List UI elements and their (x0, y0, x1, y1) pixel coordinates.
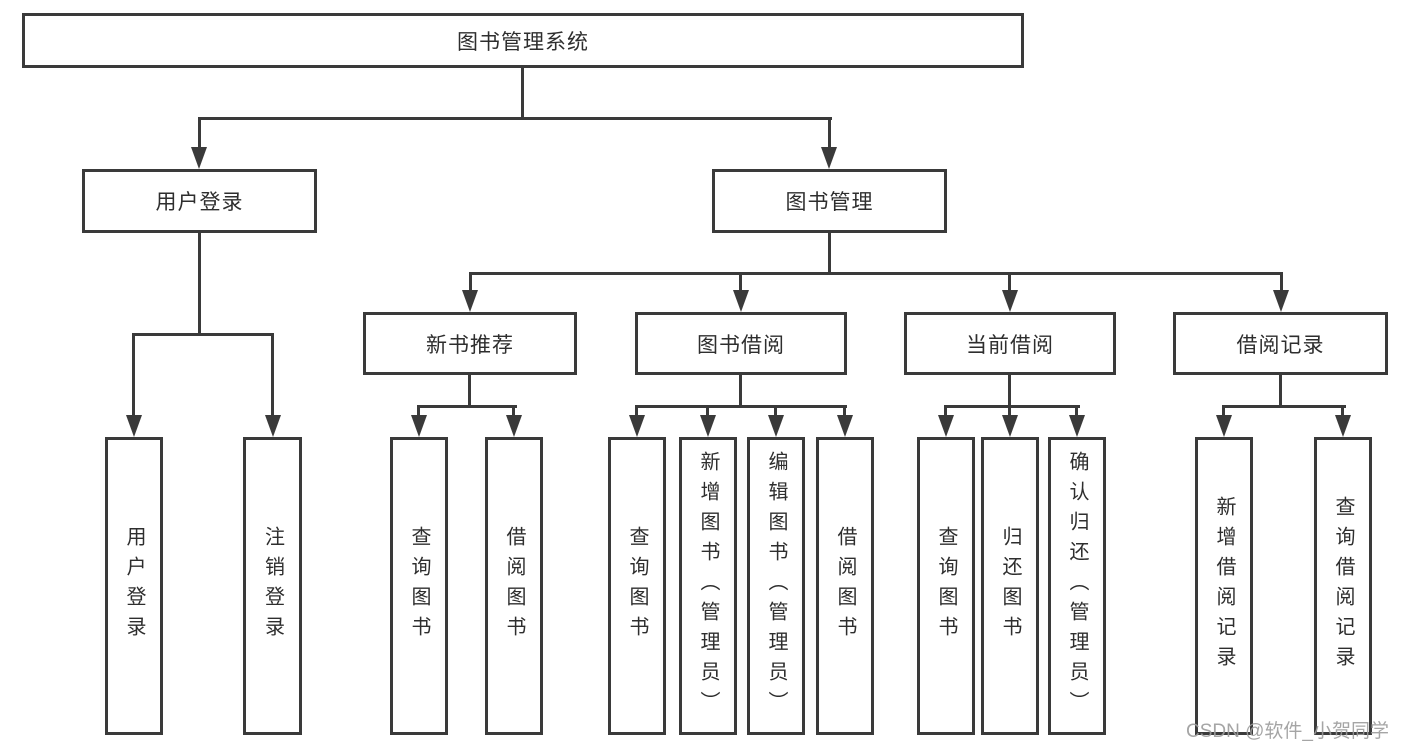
connector-line (635, 405, 847, 408)
arrowhead-icon (1216, 415, 1232, 437)
connector-line (1075, 405, 1078, 418)
arrowhead-icon (1069, 415, 1085, 437)
connector-line (132, 333, 274, 336)
node-book-borrow-label: 图书借阅 (697, 333, 785, 357)
node-current-borrow-label: 当前借阅 (966, 333, 1054, 357)
arrowhead-icon (837, 415, 853, 437)
arrowhead-icon (733, 290, 749, 312)
arrowhead-icon (411, 415, 427, 437)
connector-line (132, 333, 135, 417)
connector-line (944, 405, 947, 418)
connector-line (828, 117, 831, 149)
arrowhead-icon (462, 290, 478, 312)
connector-line (1008, 272, 1011, 292)
node-query-book-recommend: 查询图书 (390, 437, 448, 735)
connector-line (198, 117, 201, 149)
node-book-management: 图书管理 (712, 169, 947, 233)
node-return-book: 归还图书 (981, 437, 1039, 735)
node-query-book-current: 查询图书 (917, 437, 975, 735)
arrowhead-icon (700, 415, 716, 437)
arrowhead-icon (629, 415, 645, 437)
node-user-login: 用户登录 (82, 169, 317, 233)
connector-line (706, 405, 709, 418)
node-root-label: 图书管理系统 (457, 30, 589, 54)
arrowhead-icon (1002, 290, 1018, 312)
csdn-watermark: CSDN @软件_小贺同学 (1186, 721, 1389, 742)
connector-line (1008, 405, 1011, 418)
arrowhead-icon (821, 147, 837, 169)
connector-line (739, 272, 742, 292)
connector-line (417, 405, 420, 418)
node-user-login-action: 用户登录 (105, 437, 163, 735)
connector-line (198, 231, 201, 335)
node-new-book-recommend: 新书推荐 (363, 312, 577, 375)
connector-line (1222, 405, 1346, 408)
connector-line (521, 66, 524, 119)
connector-line (1008, 373, 1011, 408)
arrowhead-icon (506, 415, 522, 437)
connector-line (1222, 405, 1225, 418)
node-new-book-recommend-label: 新书推荐 (426, 333, 514, 357)
node-add-borrow-record: 新增借阅记录 (1195, 437, 1253, 735)
node-confirm-return-admin: 确认归还（管理员） (1048, 437, 1106, 735)
node-borrow-book-recommend: 借阅图书 (485, 437, 543, 735)
node-borrow-record: 借阅记录 (1173, 312, 1388, 375)
node-user-login-label: 用户登录 (155, 191, 244, 214)
node-borrow-book: 借阅图书 (816, 437, 874, 735)
connector-line (774, 405, 777, 418)
connector-line (271, 333, 274, 417)
node-query-borrow-record: 查询借阅记录 (1314, 437, 1372, 735)
connector-line (469, 272, 472, 292)
connector-line (417, 405, 517, 408)
arrowhead-icon (191, 147, 207, 169)
connector-line (1280, 272, 1283, 292)
node-borrow-record-label: 借阅记录 (1236, 333, 1325, 357)
arrowhead-icon (1335, 415, 1351, 437)
connector-line (198, 117, 832, 120)
connector-line (468, 373, 471, 408)
connector-line (512, 405, 515, 418)
node-root: 图书管理系统 (22, 13, 1024, 68)
arrowhead-icon (938, 415, 954, 437)
connector-line (739, 373, 742, 408)
arrowhead-icon (1273, 290, 1289, 312)
node-current-borrow: 当前借阅 (904, 312, 1116, 375)
connector-line (944, 405, 1080, 408)
node-query-book-borrow: 查询图书 (608, 437, 666, 735)
connector-line (469, 272, 1283, 275)
connector-line (1279, 373, 1282, 408)
arrowhead-icon (1002, 415, 1018, 437)
node-logout: 注销登录 (243, 437, 302, 735)
connector-line (828, 231, 831, 275)
connector-line (635, 405, 638, 418)
arrowhead-icon (265, 415, 281, 437)
arrowhead-icon (768, 415, 784, 437)
connector-line (1341, 405, 1344, 418)
node-book-management-label: 图书管理 (785, 191, 874, 214)
node-edit-book-admin: 编辑图书（管理员） (747, 437, 805, 735)
connector-line (843, 405, 846, 418)
arrowhead-icon (126, 415, 142, 437)
node-book-borrow: 图书借阅 (635, 312, 847, 375)
node-add-book-admin: 新增图书（管理员） (679, 437, 737, 735)
